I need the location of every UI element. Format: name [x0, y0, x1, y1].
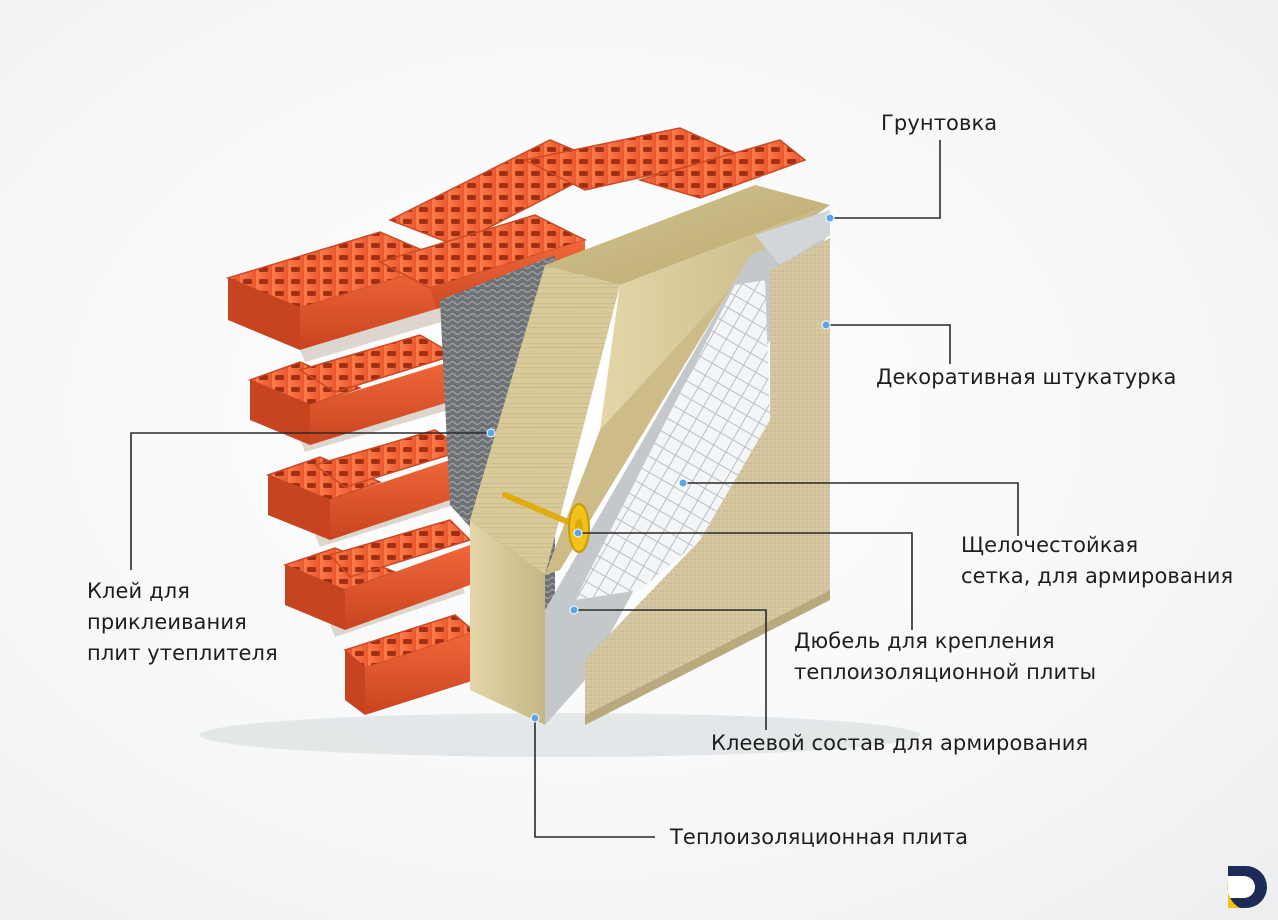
- primer-layer: [755, 210, 830, 265]
- label-reinforcing-adhesive: Клеевой состав для армирования: [711, 731, 1089, 755]
- mortar-joint: [300, 305, 455, 362]
- brick-front: [345, 545, 470, 630]
- brick-top: [247, 361, 363, 406]
- leader-glue: [130, 432, 491, 570]
- label-decorative-plaster: Декоративная штукатурка: [876, 365, 1177, 389]
- brick-front: [365, 632, 475, 715]
- brick-front: [330, 455, 465, 540]
- label-dowel: Дюбель для крепления теплоизоляционной п…: [794, 629, 1097, 684]
- brick-top: [265, 456, 383, 501]
- label-board-adhesive: Клей для приклеивания плит утеплителя: [87, 579, 278, 665]
- dowel: [502, 492, 590, 553]
- leader-board: [534, 718, 655, 838]
- ground-shadow: [200, 713, 920, 757]
- label-insulation-board: Теплоизоляционная плита: [670, 825, 969, 849]
- insulation-face: [545, 255, 760, 575]
- brand-d-logo-icon: [1227, 866, 1267, 908]
- leader-plaster: [826, 324, 951, 364]
- brick-side: [268, 475, 330, 540]
- decorative-plaster-layer: [585, 238, 830, 715]
- brick-top: [637, 139, 807, 199]
- brick-side: [345, 650, 365, 715]
- leader-mesh: [683, 482, 1019, 536]
- leader-reinforcing: [574, 609, 767, 730]
- brick-side: [228, 278, 300, 350]
- brick-front: [310, 360, 455, 445]
- insulation-front-lower: [470, 520, 545, 725]
- leader-dots: [486, 213, 835, 723]
- label-alkali-mesh: Щелочестойкая сетка, для армирования: [961, 533, 1234, 588]
- alkali-mesh-layer: [575, 280, 770, 600]
- plaster-edge: [585, 590, 830, 725]
- insulation-top: [545, 185, 830, 285]
- insulation-front: [600, 205, 830, 430]
- leader-dowel: [578, 532, 913, 630]
- leader-lines: [130, 140, 1019, 838]
- brick-side: [250, 380, 310, 445]
- brick-side: [285, 565, 345, 630]
- label-primer: Грунтовка: [881, 111, 998, 135]
- brick-front: [300, 262, 450, 350]
- leader-primer: [830, 140, 941, 219]
